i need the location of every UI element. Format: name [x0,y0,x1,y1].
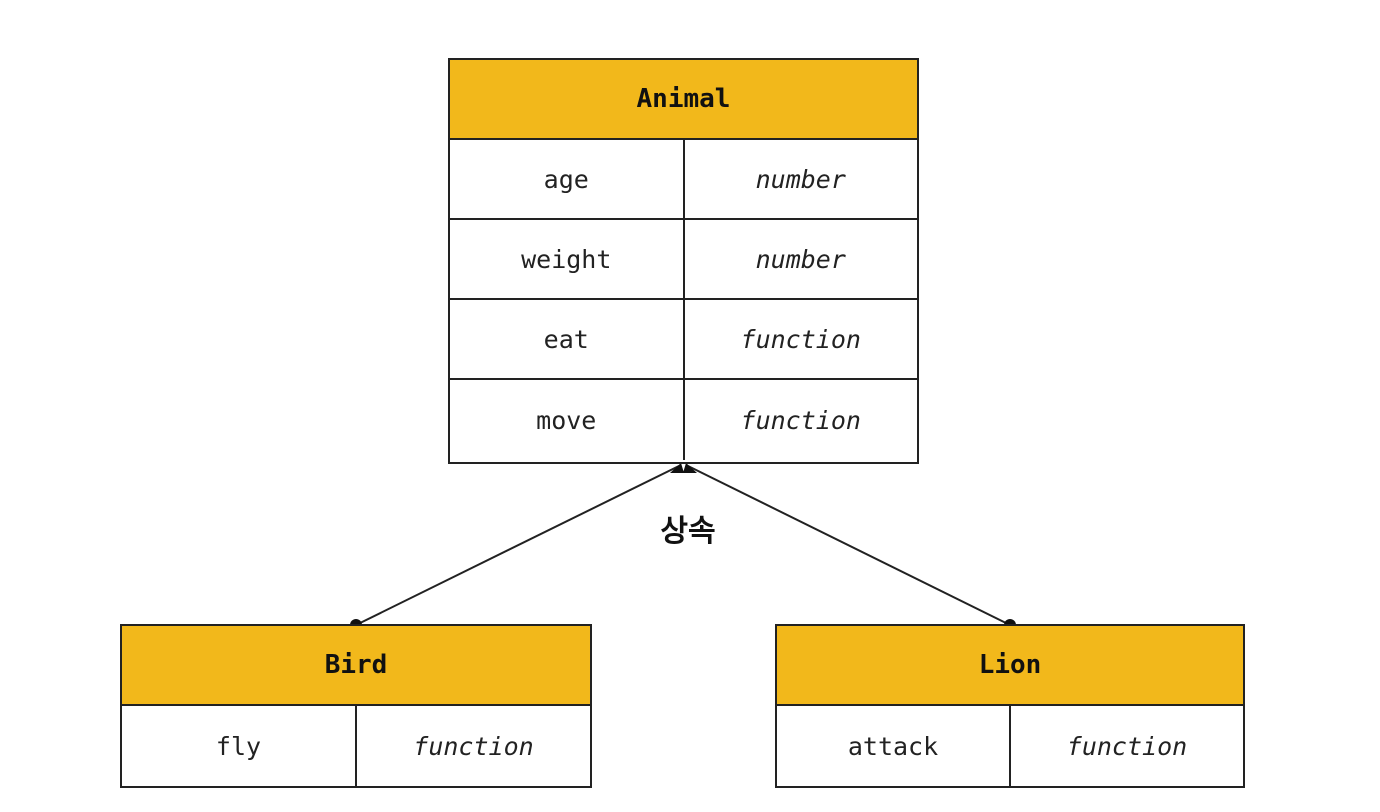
animal-class-header: Animal [450,60,917,140]
member-name: eat [450,300,685,378]
bird-class-box: Bird fly function [120,624,592,788]
bird-arrowhead-icon [670,463,684,473]
member-type: number [755,164,846,194]
member-name: weight [450,220,685,298]
member-type: function [413,731,534,761]
bird-member-row: fly function [122,706,590,786]
member-type: function [740,324,861,354]
lion-class-box: Lion attack function [775,624,1245,788]
inheritance-label: 상속 [660,514,716,549]
lion-class-header: Lion [777,626,1243,706]
member-name: fly [122,706,357,786]
member-type: function [1066,731,1188,761]
animal-member-row: weight number [450,220,917,300]
lion-member-row: attack function [777,706,1243,786]
bird-to-animal-line [355,464,682,626]
member-type: number [755,244,846,274]
animal-class-box: Animal age number weight number eat func… [448,58,919,464]
member-type: function [740,405,861,435]
bird-class-header: Bird [122,626,590,706]
lion-arrowhead-icon [683,463,697,473]
member-name: age [450,140,685,218]
animal-member-row: age number [450,140,917,220]
member-name: move [450,380,685,460]
animal-member-row: eat function [450,300,917,380]
member-name: attack [777,706,1011,786]
animal-member-row: move function [450,380,917,460]
